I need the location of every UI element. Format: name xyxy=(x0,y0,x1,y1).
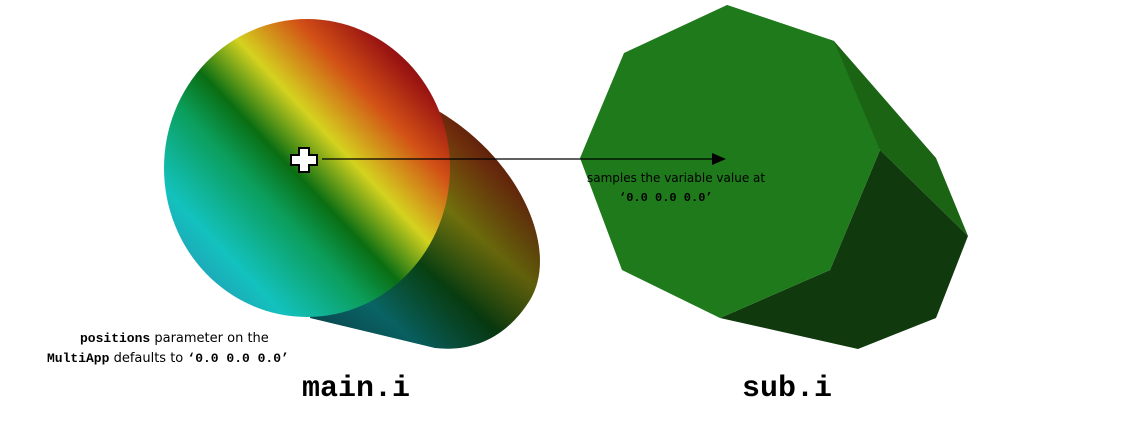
positions-note-line2: MultiApp defaults to ‘0.0 0.0 0.0’ xyxy=(47,351,289,366)
transfer-arrow xyxy=(322,153,726,165)
multiapp-name: MultiApp xyxy=(47,351,110,366)
sample-note-line1: samples the variable value at xyxy=(587,171,766,185)
sub-app-caption: sub.i xyxy=(742,372,833,406)
sub-mesh-side-dark-face xyxy=(720,150,968,349)
plus-icon xyxy=(290,147,318,173)
main-app-caption: main.i xyxy=(302,372,411,406)
arrow-right-icon xyxy=(712,153,726,165)
positions-note-text: parameter on the xyxy=(154,331,269,346)
main-mesh-cylinder xyxy=(164,19,540,349)
sub-mesh-front-face xyxy=(580,5,880,318)
default-position-value: ‘0.0 0.0 0.0’ xyxy=(187,351,289,366)
sample-position-value: ‘0.0 0.0 0.0’ xyxy=(619,191,713,205)
sub-mesh-polyhedron xyxy=(580,5,968,349)
positions-note-line1: positions parameter on the xyxy=(80,331,269,346)
defaults-text: defaults to xyxy=(113,351,184,366)
positions-param-name: positions xyxy=(80,331,151,346)
